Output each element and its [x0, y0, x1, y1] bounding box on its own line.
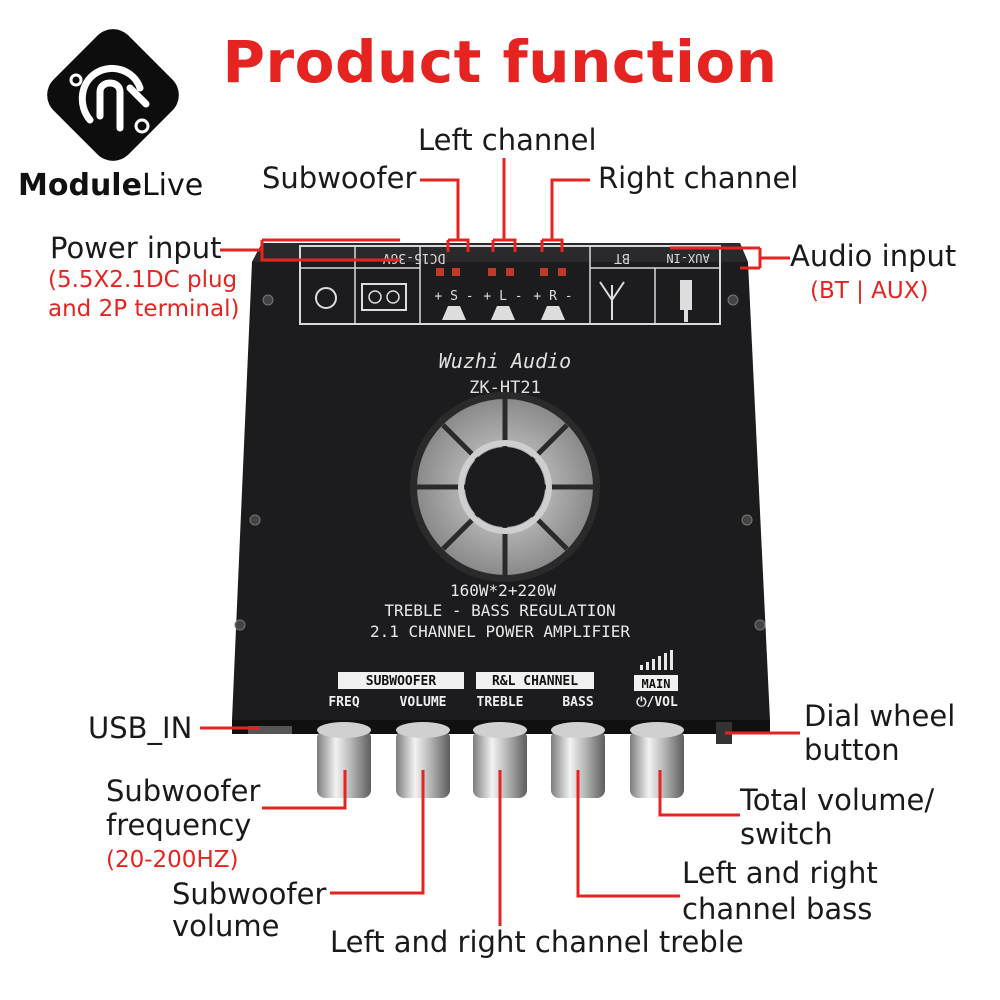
label-left-channel: Left channel — [418, 123, 597, 157]
power-spec: 160W*2+220W — [450, 581, 556, 600]
page-title: Product function — [222, 28, 778, 96]
label-sub-volume-2: volume — [172, 909, 280, 943]
label-total-volume-2: switch — [740, 817, 833, 851]
section-rl: R&L CHANNEL — [492, 674, 578, 689]
section-subwoofer: SUBWOOFER — [366, 674, 437, 689]
label-sub-freq-1: Subwoofer — [106, 774, 261, 808]
label-sub-freq-2: frequency — [106, 808, 252, 842]
section-main: MAIN — [642, 677, 671, 691]
model-label: ZK-HT21 — [469, 378, 541, 398]
label-total-volume-1: Total volume/ — [740, 783, 935, 817]
bt-label: BT — [614, 250, 630, 265]
dc-label: DC15-36V — [383, 250, 446, 265]
label-lr-bass-2: channel bass — [682, 892, 873, 926]
board-line2: 2.1 CHANNEL POWER AMPLIFIER — [370, 622, 630, 641]
knob-label-freq: FREQ — [328, 695, 359, 710]
label-power-input: Power input — [50, 231, 222, 265]
knob-label-vol: ⏻/VOL — [636, 695, 678, 710]
brand-script: Wuzhi Audio — [439, 349, 571, 373]
label-power-input-sub-2: and 2P terminal) — [48, 296, 240, 322]
label-lr-treble: Left and right channel treble — [330, 925, 744, 959]
aux-label: AUX-IN — [666, 251, 709, 265]
label-dial-wheel-1: Dial wheel — [804, 699, 956, 733]
terminal-l: + L - — [483, 289, 522, 304]
label-subwoofer: Subwoofer — [262, 161, 417, 195]
label-right-channel: Right channel — [598, 161, 799, 195]
terminal-r: + R - — [533, 289, 572, 304]
brand-name: ModuleLive — [18, 168, 204, 203]
label-sub-volume-1: Subwoofer — [172, 877, 327, 911]
board-line1: TREBLE - BASS REGULATION — [384, 601, 615, 620]
label-audio-input: Audio input — [790, 239, 957, 273]
knobs — [317, 722, 684, 798]
knob-label-treble: TREBLE — [477, 695, 524, 710]
label-sub-freq-sub: (20-200HZ) — [106, 847, 239, 873]
terminal-s: + S - — [434, 289, 473, 304]
label-power-input-sub-1: (5.5X2.1DC plug — [48, 267, 238, 293]
label-usb-in: USB_IN — [88, 711, 193, 745]
label-audio-input-sub: (BT | AUX) — [810, 278, 929, 304]
label-dial-wheel-2: button — [804, 733, 900, 767]
modulelive-logo-icon — [47, 29, 179, 161]
knob-label-bass: BASS — [562, 695, 593, 710]
label-lr-bass-1: Left and right — [682, 856, 878, 890]
knob-label-volume: VOLUME — [400, 695, 447, 710]
